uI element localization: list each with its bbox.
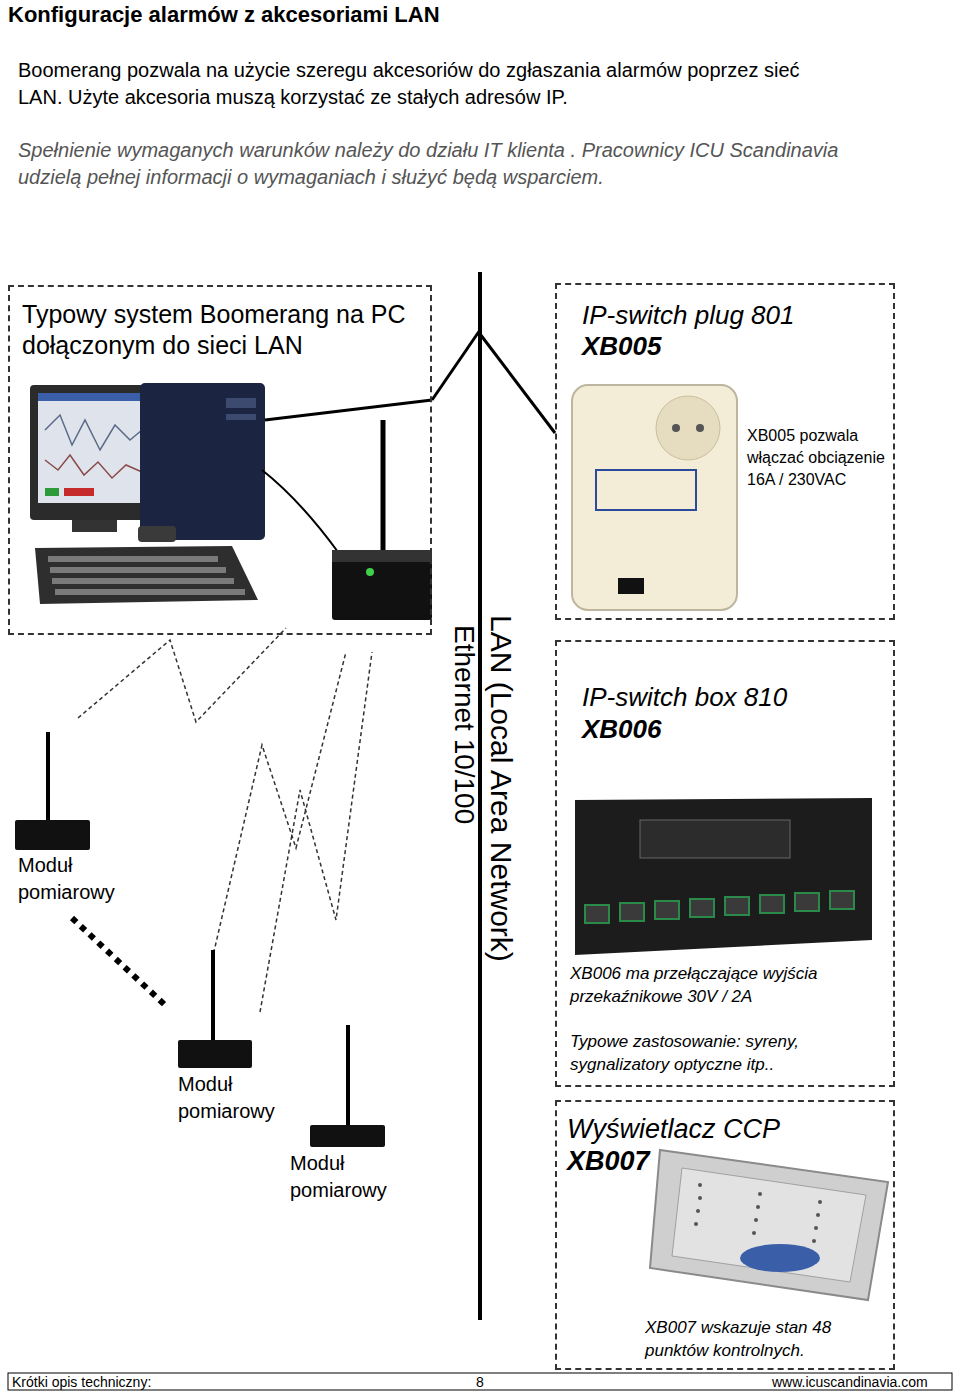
page-number: 8 [476, 1374, 484, 1390]
antenna [211, 950, 215, 1042]
socket [656, 396, 720, 460]
drive-bay [226, 414, 256, 420]
module [15, 820, 90, 850]
antenna [381, 420, 386, 552]
node-text: XB007 wskazuje stan 48 punktów kontrolny… [645, 1316, 889, 1362]
display-face [672, 1168, 866, 1282]
logo-area [596, 470, 696, 510]
monitor [30, 385, 155, 520]
receiver-top [332, 550, 432, 562]
node-text: XB005 pozwala włączać obciązenie 16A / 2… [747, 425, 887, 491]
keys [48, 556, 245, 595]
receiver [332, 550, 432, 620]
window-bar [38, 393, 148, 401]
node-text: XB007 [567, 1146, 887, 1177]
cable [265, 400, 432, 420]
note-text: Spełnienie wymaganych warunków należy do… [18, 137, 858, 191]
node-text: XB006 [582, 714, 882, 744]
hub [138, 526, 176, 542]
status [64, 488, 94, 496]
display [650, 1150, 888, 1300]
radio-link [78, 628, 372, 1012]
ip-plug [572, 385, 737, 610]
bus-line [478, 272, 482, 1320]
drive-bay [226, 398, 256, 408]
dotted-link [72, 918, 165, 1005]
screen [38, 393, 148, 503]
keyboard [35, 546, 258, 604]
node-text: Ethernet 10/100 [450, 625, 478, 824]
module [178, 1040, 252, 1068]
module-label: Moduł pomiarowy [18, 852, 168, 906]
system-box: Typowy system Boomerang na PC dołączonym… [8, 285, 432, 635]
pin [672, 424, 680, 432]
antenna [346, 1025, 350, 1127]
connector [480, 334, 555, 433]
ports [585, 891, 854, 923]
node-text: Typowe zastosowanie: syreny, sygnalizato… [570, 1030, 885, 1076]
led [366, 568, 374, 576]
rj45 [618, 578, 644, 594]
status [45, 488, 59, 496]
node-heading: IP-switch box 810 [582, 682, 882, 712]
node-text: XB006 ma przełączające wyjścia przekaźni… [570, 962, 885, 1008]
node-heading: LAN (Local Area Network) [486, 615, 516, 962]
intro-text: Boomerang pozwala na użycie szeregu akce… [18, 57, 848, 111]
chart-line [45, 415, 142, 450]
page-title: Konfiguracje alarmów z akcesoriami LAN [8, 2, 440, 28]
connector [432, 330, 480, 400]
node-heading: IP-switch plug 801 [582, 300, 882, 330]
pc-tower [140, 383, 265, 540]
cable [262, 470, 338, 552]
device-box: IP-switch plug 801XB005XB005 pozwala włą… [555, 283, 895, 620]
module-label: Moduł pomiarowy [290, 1150, 440, 1204]
antenna [46, 732, 50, 822]
label-plate [640, 820, 790, 858]
leds [694, 1183, 822, 1243]
module-label: Moduł pomiarowy [178, 1071, 328, 1125]
footer-url: www.icuscandinavia.com [772, 1374, 928, 1390]
module [310, 1125, 385, 1147]
footer-frame [8, 1373, 952, 1390]
node-heading: Typowy system Boomerang na PC dołączonym… [22, 299, 422, 361]
lan-bus: LAN (Local Area Network) Ethernet 10/100 [446, 272, 520, 1320]
device-box: IP-switch box 810XB006XB006 ma przełącza… [555, 640, 895, 1087]
node-text: XB005 [582, 331, 882, 361]
monitor-stand [72, 520, 117, 532]
device-box: Wyświetlacz CCPXB007XB007 wskazuje stan … [555, 1100, 895, 1370]
logo [740, 1244, 820, 1272]
node-heading: Wyświetlacz CCP [567, 1114, 887, 1145]
footer-text: Krótki opis techniczny: [12, 1374, 151, 1390]
switch-box [575, 798, 872, 955]
chart-line [45, 455, 142, 478]
pin [696, 424, 704, 432]
